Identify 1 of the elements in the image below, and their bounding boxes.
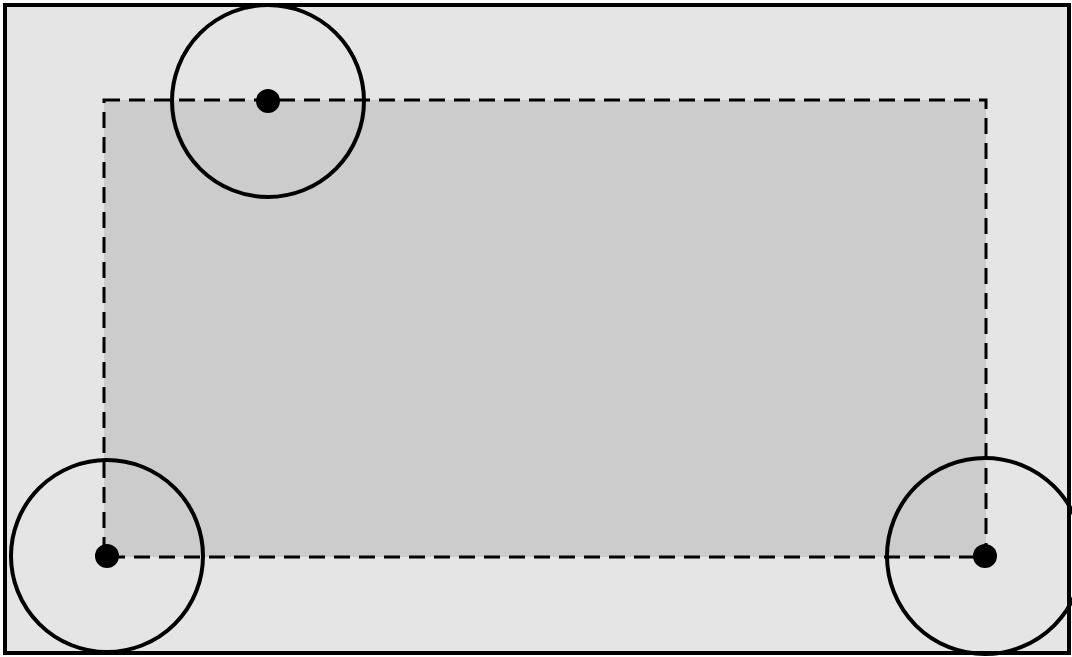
- dashed-rectangle: [102, 98, 988, 559]
